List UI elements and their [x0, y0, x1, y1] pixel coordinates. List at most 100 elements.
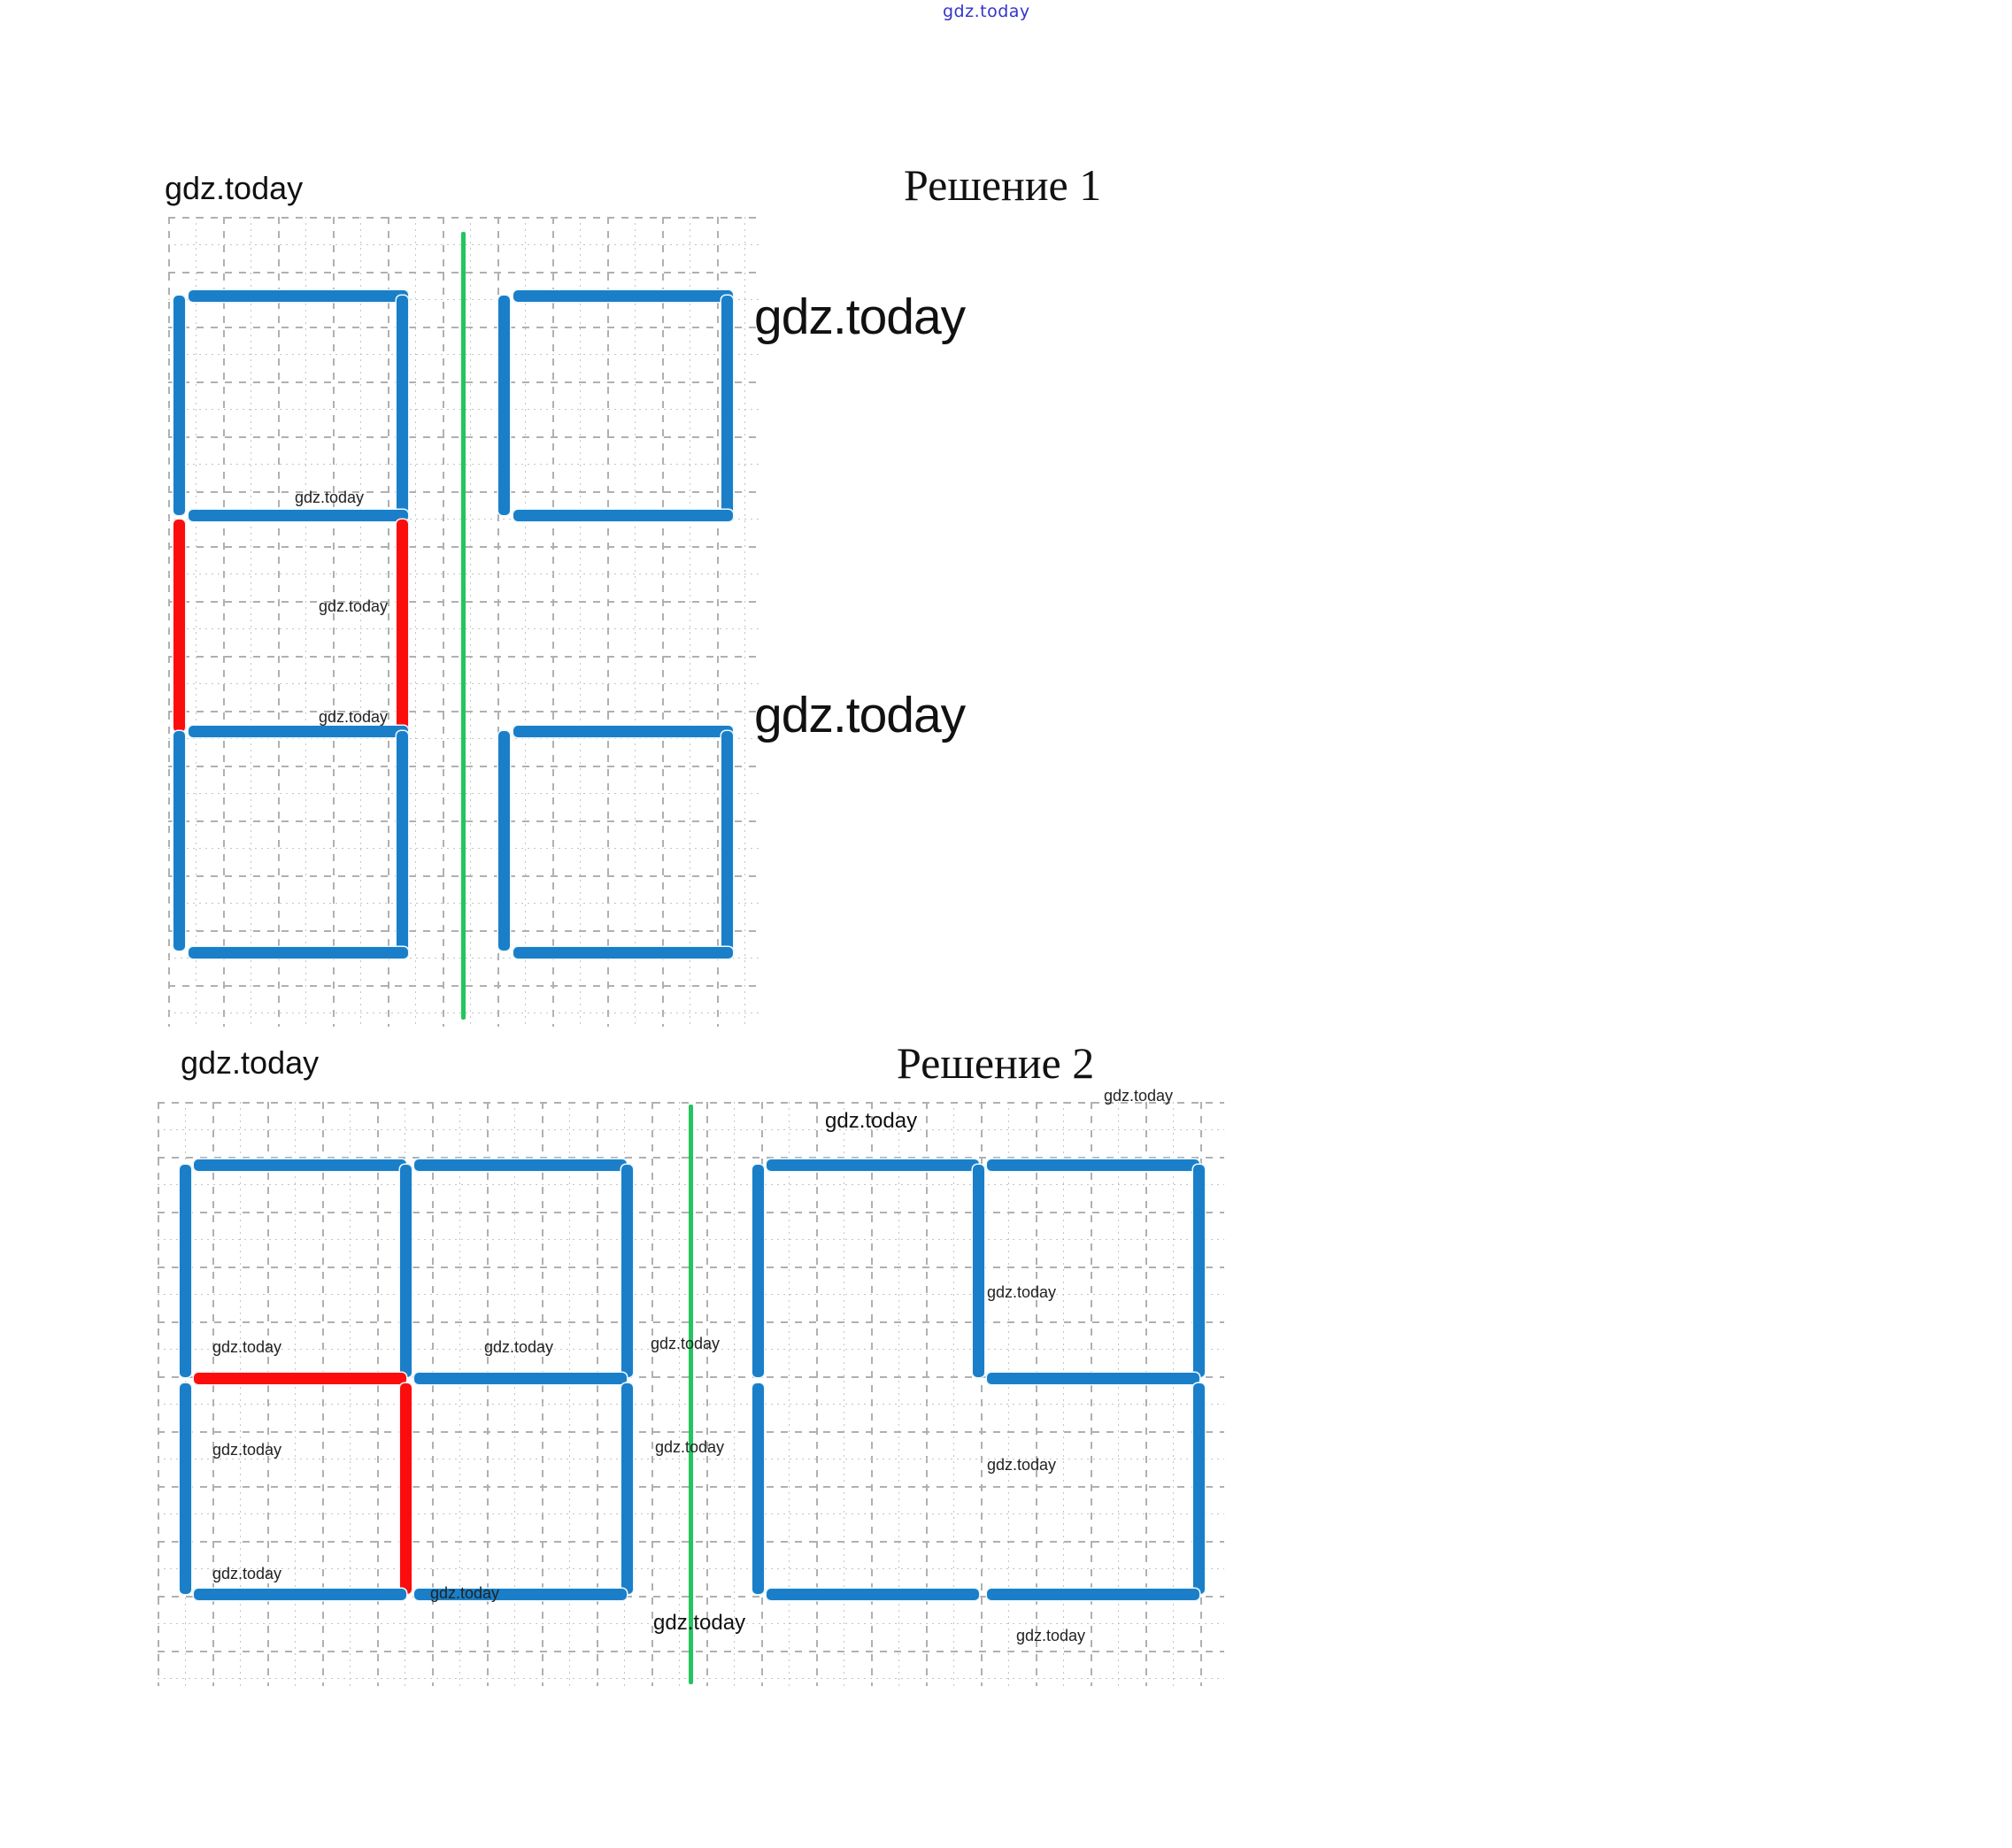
- grid-line-minor-horizontal: [168, 793, 763, 794]
- grid-line-minor-horizontal: [168, 958, 763, 959]
- matchstick-blue-vertical: [180, 1383, 191, 1594]
- watermark-label: gdz.today: [295, 489, 365, 506]
- matchstick-blue-vertical: [721, 296, 733, 515]
- watermark-label: gdz.today: [165, 170, 304, 206]
- watermark-label: gdz.today: [212, 1441, 282, 1459]
- grid-line-major-vertical: [333, 217, 335, 1027]
- grid-line-minor-vertical: [1173, 1102, 1174, 1686]
- grid-line-minor-horizontal: [168, 244, 763, 245]
- matchstick-blue-vertical: [173, 731, 185, 951]
- grid-line-major-horizontal: [168, 272, 763, 273]
- matchstick-red-horizontal: [194, 1373, 406, 1384]
- matchstick-blue-vertical: [173, 296, 185, 515]
- grid-line-major-vertical: [158, 1102, 159, 1686]
- matchstick-blue-horizontal: [987, 1589, 1199, 1600]
- grid-line-major-vertical: [168, 217, 170, 1027]
- watermark-label: gdz.today: [181, 1044, 320, 1081]
- watermark-label: gdz.today: [319, 708, 389, 726]
- watermark-label: gdz.today: [987, 1283, 1057, 1301]
- grid-line-major-horizontal: [168, 656, 763, 658]
- grid-line-minor-vertical: [744, 217, 745, 1027]
- grid-line-major-vertical: [926, 1102, 928, 1686]
- matchstick-blue-vertical: [1193, 1383, 1205, 1594]
- grid-line-major-vertical: [267, 1102, 269, 1686]
- grid-line-major-horizontal: [168, 217, 763, 219]
- grid-line-major-vertical: [278, 217, 280, 1027]
- grid-line-minor-vertical: [635, 217, 636, 1027]
- watermark-label: gdz.today: [987, 1456, 1057, 1474]
- watermark-label: gdz.today: [651, 1335, 721, 1352]
- grid-line-major-horizontal: [168, 875, 763, 877]
- matchstick-blue-vertical: [397, 296, 408, 515]
- grid-line-major-horizontal: [168, 491, 763, 493]
- matchstick-blue-vertical: [721, 731, 733, 951]
- watermark-label: gdz.today: [484, 1338, 554, 1356]
- watermark-label: gdz.today: [319, 597, 389, 615]
- grid-line-minor-horizontal: [168, 683, 763, 684]
- matchstick-blue-vertical: [621, 1165, 633, 1377]
- matchstick-red-vertical: [400, 1383, 412, 1594]
- grid-line-minor-vertical: [514, 1102, 515, 1686]
- grid-line-major-vertical: [443, 217, 444, 1027]
- solution-1-heading: Решение 1: [904, 160, 1102, 210]
- matchstick-blue-horizontal: [414, 1373, 627, 1384]
- grid-line-major-vertical: [816, 1102, 818, 1686]
- grid-line-minor-horizontal: [168, 628, 763, 629]
- grid-line-minor-vertical: [569, 1102, 570, 1686]
- grid-line-minor-vertical: [240, 1102, 241, 1686]
- matchstick-blue-horizontal: [513, 726, 733, 737]
- grid-line-major-vertical: [706, 1102, 708, 1686]
- grid-background-solution-1: [168, 217, 763, 1027]
- matchstick-blue-horizontal: [189, 726, 408, 737]
- matchstick-blue-horizontal: [194, 1589, 406, 1600]
- symmetry-axis-line: [461, 232, 466, 1020]
- grid-line-major-vertical: [487, 1102, 489, 1686]
- watermark-label: gdz.today: [430, 1584, 500, 1602]
- grid-line-minor-vertical: [580, 217, 581, 1027]
- matchstick-blue-vertical: [400, 1165, 412, 1377]
- watermark-label: gdz.today: [754, 289, 966, 345]
- matchstick-blue-vertical: [973, 1165, 984, 1377]
- matchstick-blue-horizontal: [987, 1373, 1199, 1384]
- grid-line-major-vertical: [552, 217, 554, 1027]
- watermark-label: gdz.today: [754, 687, 966, 743]
- grid-line-major-vertical: [388, 217, 389, 1027]
- matchstick-blue-horizontal: [513, 290, 733, 302]
- matchstick-blue-horizontal: [767, 1589, 979, 1600]
- grid-line-minor-horizontal: [168, 519, 763, 520]
- matchstick-red-vertical: [397, 520, 408, 732]
- grid-line-minor-vertical: [734, 1102, 735, 1686]
- watermark-label: gdz.today: [212, 1338, 282, 1356]
- grid-line-minor-vertical: [789, 1102, 790, 1686]
- symmetry-axis-line: [689, 1105, 693, 1684]
- grid-line-major-vertical: [1145, 1102, 1147, 1686]
- matchstick-blue-vertical: [498, 296, 510, 515]
- matchstick-blue-vertical: [180, 1165, 191, 1377]
- watermark-label: gdz.today: [653, 1611, 746, 1635]
- matchstick-blue-vertical: [397, 731, 408, 951]
- grid-line-major-horizontal: [168, 546, 763, 548]
- grid-line-major-horizontal: [168, 711, 763, 712]
- grid-line-minor-horizontal: [168, 464, 763, 465]
- grid-line-major-horizontal: [168, 820, 763, 822]
- grid-line-major-vertical: [597, 1102, 598, 1686]
- grid-line-minor-vertical: [1118, 1102, 1119, 1686]
- grid-line-major-vertical: [607, 217, 609, 1027]
- matchstick-blue-horizontal: [189, 510, 408, 521]
- grid-line-major-vertical: [542, 1102, 543, 1686]
- grid-line-major-horizontal: [168, 381, 763, 383]
- grid-line-major-horizontal: [168, 930, 763, 932]
- grid-line-major-vertical: [717, 217, 719, 1027]
- matchstick-blue-horizontal: [414, 1159, 627, 1171]
- grid-line-major-horizontal: [168, 436, 763, 438]
- solution-2-heading: Решение 2: [897, 1038, 1095, 1088]
- grid-line-major-vertical: [497, 217, 499, 1027]
- grid-line-minor-vertical: [525, 217, 526, 1027]
- grid-line-minor-horizontal: [168, 903, 763, 904]
- grid-line-major-vertical: [871, 1102, 873, 1686]
- grid-line-major-vertical: [1036, 1102, 1037, 1686]
- matchstick-blue-horizontal: [767, 1159, 979, 1171]
- grid-line-major-vertical: [981, 1102, 983, 1686]
- grid-line-minor-horizontal: [168, 738, 763, 739]
- grid-line-major-vertical: [432, 1102, 434, 1686]
